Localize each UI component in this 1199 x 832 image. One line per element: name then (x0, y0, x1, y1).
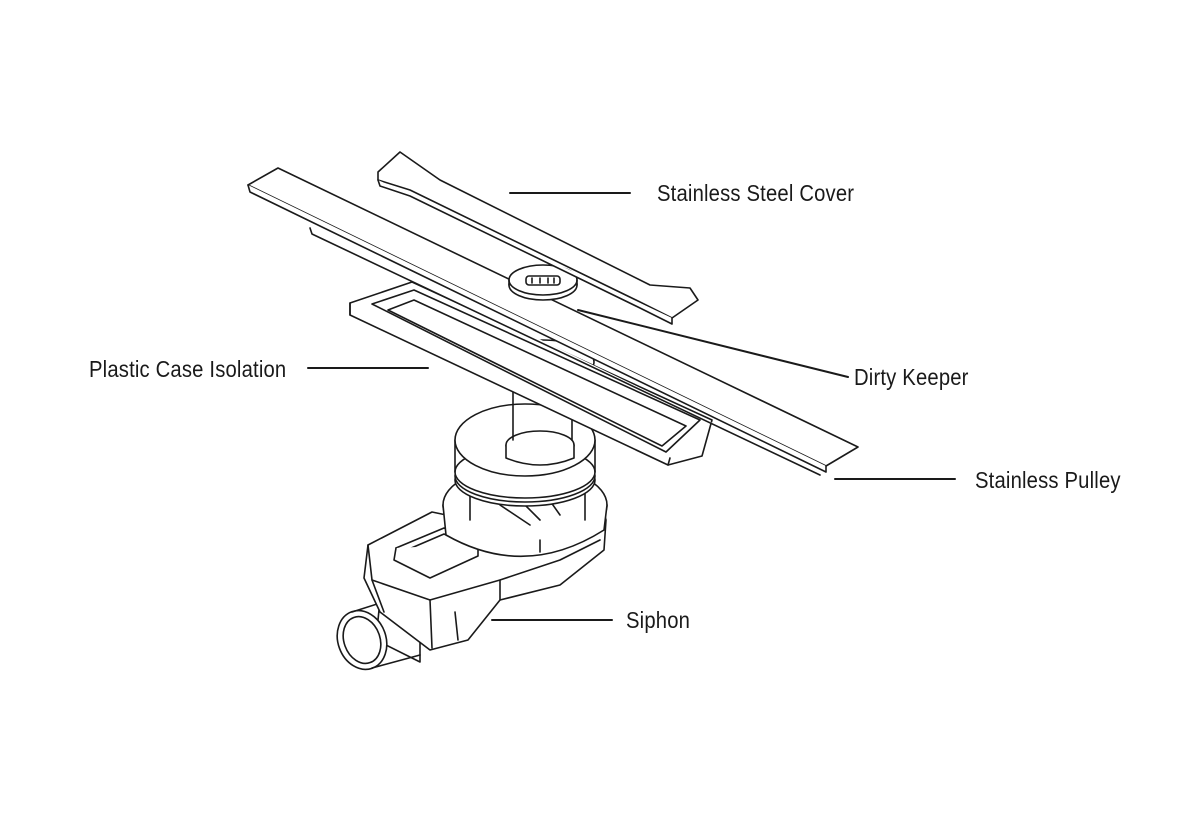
stainless-cover-part (377, 151, 699, 325)
label-siphon: Siphon (626, 607, 691, 633)
label-plastic-case-isolation: Plastic Case Isolation (89, 356, 287, 382)
stainless-plate-part (247, 167, 859, 476)
keeper-knob (508, 264, 578, 301)
label-stainless-steel-cover: Stainless Steel Cover (657, 180, 855, 206)
pulley-part (454, 403, 596, 507)
label-stainless-pulley: Stainless Pulley (975, 467, 1121, 493)
leader-keeper (577, 309, 849, 378)
leader-lines (307, 192, 956, 621)
plastic-case-part (349, 281, 713, 466)
label-dirty-keeper: Dirty Keeper (854, 364, 969, 390)
